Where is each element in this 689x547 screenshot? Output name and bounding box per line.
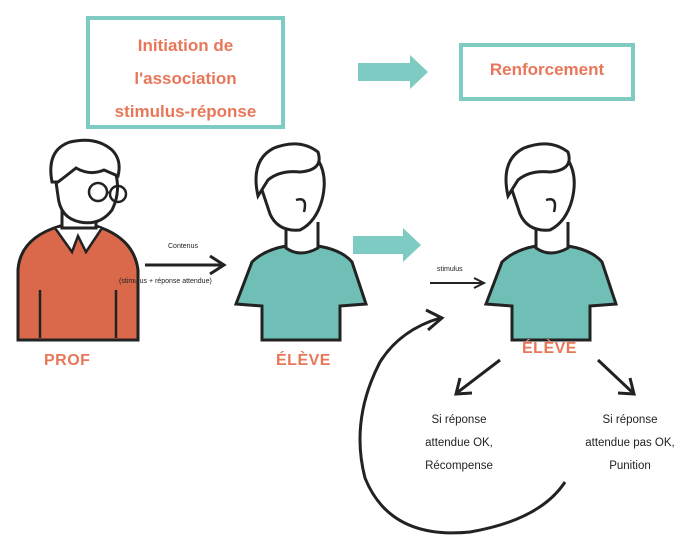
- prof-figure: [16, 138, 140, 342]
- initiation-box: Initiation de l'association stimulus-rép…: [86, 16, 285, 129]
- contenus-label: Contenus: [168, 243, 198, 250]
- outcome-not-ok-line-1: Si réponse: [602, 414, 658, 426]
- outcome-not-ok-line-2: attendue pas OK,: [585, 437, 675, 449]
- feedback-loop-arrow: [358, 308, 567, 535]
- teal-arrow-middle: [353, 228, 421, 262]
- outcome-not-ok-line-3: Punition: [609, 460, 651, 472]
- branch-arrow-left: [454, 358, 501, 396]
- stimulus-label: stimulus: [437, 266, 463, 273]
- outcome-not-ok: Si réponse attendue pas OK, Punition: [571, 409, 689, 478]
- teal-arrow-top: [358, 55, 428, 89]
- outcome-ok-line-1: Si réponse: [431, 414, 487, 426]
- eleve-2-figure: [483, 142, 619, 342]
- outcome-ok: Si réponse attendue OK, Récompense: [400, 409, 518, 478]
- stimulus-arrow: [430, 277, 487, 289]
- contenus-arrow: [145, 254, 227, 276]
- outcome-ok-line-2: attendue OK,: [425, 437, 493, 449]
- renforcement-label: Renforcement: [489, 60, 605, 79]
- eleve-1-figure: [233, 142, 369, 342]
- renforcement-box: Renforcement: [459, 43, 635, 101]
- prof-label: PROF: [44, 352, 91, 369]
- eleve-1-label: ÉLÈVE: [276, 352, 331, 369]
- initiation-line-3: stimulus-réponse: [114, 102, 257, 121]
- eleve-2-label: ÉLÈVE: [522, 340, 577, 357]
- initiation-line-2: l'association: [134, 69, 237, 88]
- initiation-line-1: Initiation de: [137, 36, 234, 55]
- contenus-detail-label: (stimulus + réponse attendue): [119, 278, 212, 285]
- outcome-ok-line-3: Récompense: [425, 460, 493, 472]
- branch-arrow-right: [596, 358, 636, 396]
